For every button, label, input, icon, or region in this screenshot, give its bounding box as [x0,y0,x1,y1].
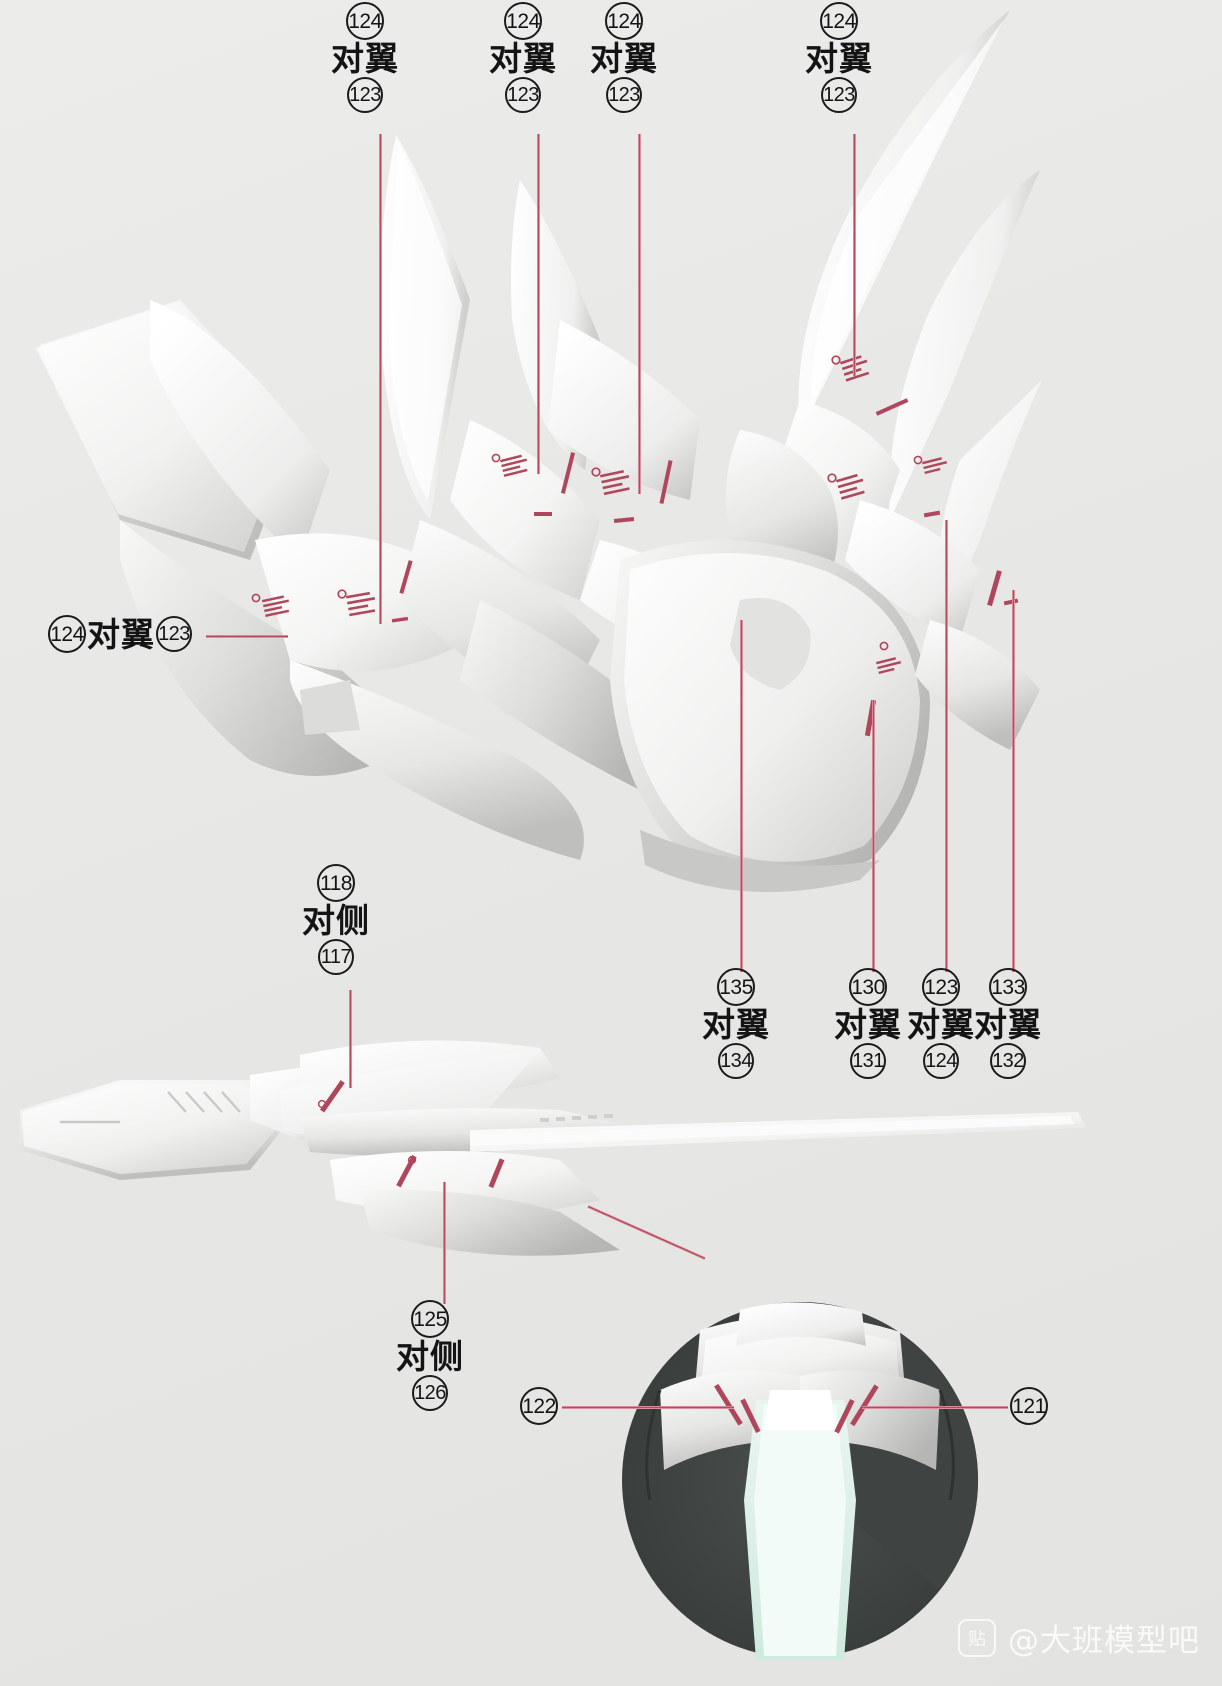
leader-line-detail-right [862,1406,1008,1409]
callout-number-bottom: 123 [505,77,541,113]
callout-bot-4[interactable]: 133 对翼 132 [974,968,1042,1079]
callout-number-top: 133 [989,968,1027,1006]
callout-number-top: 125 [411,1300,449,1338]
callout-text: 对侧 [396,1337,464,1376]
callout-mid-1[interactable]: 118 对侧 117 [302,864,370,975]
callout-number-top: 124 [346,2,384,40]
callout-low-1[interactable]: 125 对侧 126 [396,1300,464,1411]
leader-line-bot-2 [872,700,875,972]
callout-number-bottom: 123 [821,77,857,113]
leader-line-bot-3 [945,520,948,972]
callout-number-top: 124 [820,2,858,40]
callout-number-bottom: 124 [923,1043,959,1079]
leader-line-left-1 [206,635,288,638]
watermark: 贴 @大班模型吧 [958,1615,1200,1660]
callout-number-bottom: 123 [347,77,383,113]
callout-number-right: 123 [156,616,192,652]
callout-number-top: 123 [922,968,960,1006]
callout-top-4[interactable]: 124 对翼 123 [805,2,873,113]
watermark-handle: @大班模型吧 [1008,1623,1200,1659]
callout-text: 对翼 [702,1005,770,1044]
leader-line-top-4 [853,134,856,376]
callout-number-bottom: 126 [412,1375,448,1411]
detail-circle-inset [622,1302,979,1660]
callout-number-top: 124 [504,2,542,40]
leader-line-bot-1b [740,620,743,630]
callout-number-top: 124 [605,2,643,40]
leader-line-top-3 [638,134,641,494]
tieba-badge-icon: 贴 [958,1618,996,1657]
callout-number-bottom: 117 [318,939,354,975]
leader-line-low-1 [443,1182,446,1304]
callout-number: 122 [520,1387,558,1425]
callout-top-1[interactable]: 124 对翼 123 [331,2,399,113]
callout-top-2[interactable]: 124 对翼 123 [489,2,557,113]
callout-number: 121 [1010,1387,1048,1425]
callout-number-top: 118 [317,864,355,902]
leader-line-bot-1 [740,620,743,972]
callout-top-3[interactable]: 124 对翼 123 [590,2,658,113]
callout-number-bottom: 132 [990,1043,1026,1079]
callout-text: 对翼 [87,614,155,654]
callout-number-bottom: 123 [606,77,642,113]
callout-text: 对翼 [834,1005,902,1044]
callout-text: 对翼 [331,39,399,78]
lower-side-view-assembly [20,1040,1086,1256]
callout-text: 对侧 [302,901,370,940]
callout-left-1[interactable]: 124 对翼 123 [48,615,192,653]
callout-number-bottom: 134 [718,1043,754,1079]
callout-number-left: 124 [48,615,86,653]
leader-line-top-1 [379,134,382,624]
leader-line-mid-1 [349,990,352,1088]
callout-number-top: 130 [849,968,887,1006]
callout-text: 对翼 [489,39,557,78]
callout-text: 对翼 [974,1005,1042,1044]
callout-text: 对翼 [907,1005,975,1044]
callout-bot-2[interactable]: 130 对翼 131 [834,968,902,1079]
callout-detail-left[interactable]: 122 [520,1387,558,1425]
callout-text: 对翼 [590,39,658,78]
leader-line-bot-4 [1012,590,1015,972]
decal-marks [251,355,1019,737]
callout-number-bottom: 131 [850,1043,886,1079]
callout-bot-3[interactable]: 123 对翼 124 [907,968,975,1079]
leader-line-detail-left [562,1406,734,1409]
callout-number-top: 135 [717,968,755,1006]
callout-text: 对翼 [805,39,873,78]
callout-bot-1[interactable]: 135 对翼 134 [702,968,770,1079]
callout-detail-right[interactable]: 121 [1010,1387,1048,1425]
leader-line-top-2 [537,134,540,474]
